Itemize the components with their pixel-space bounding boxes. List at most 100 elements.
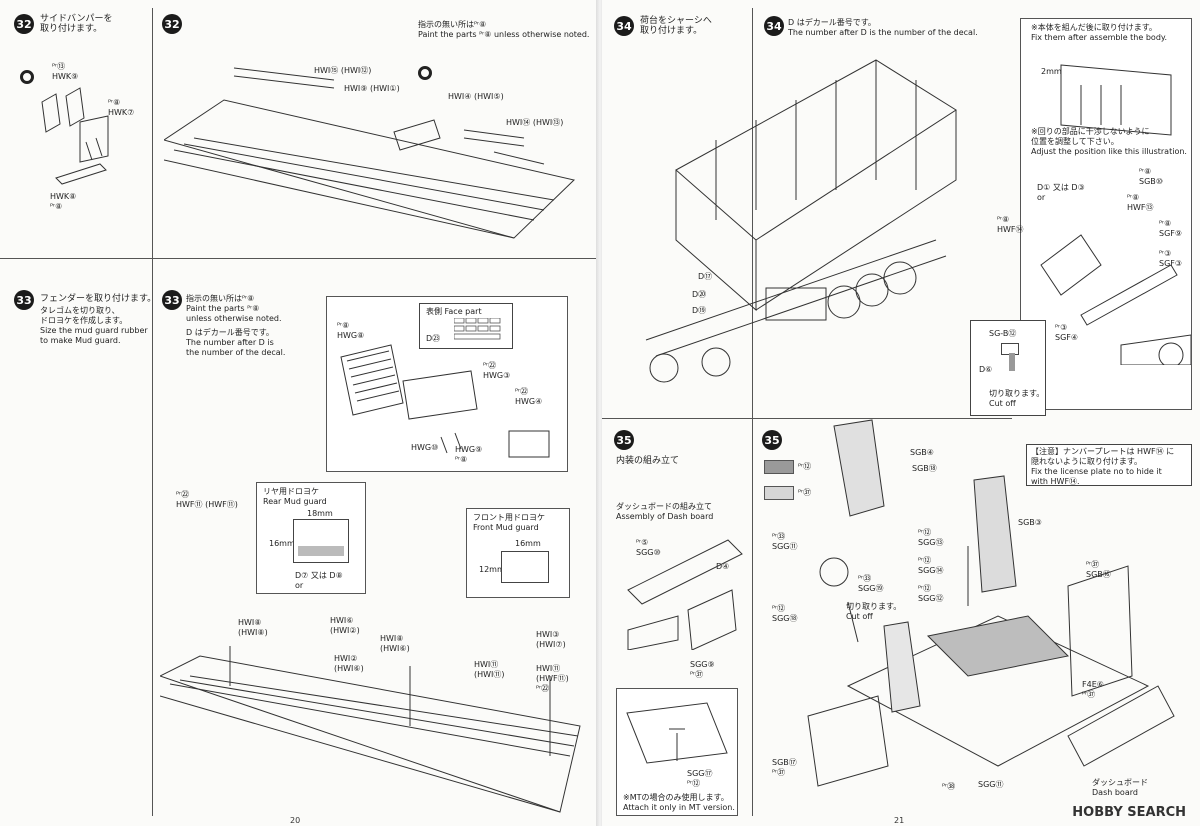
part-label: ᴾʳ⑫ SGG⑬ — [918, 528, 944, 547]
part-label: ᴾʳ⑫ SGG⑫ — [918, 584, 944, 603]
cargo-bed-illustration — [164, 67, 576, 239]
color-swatch — [764, 486, 794, 500]
front-guard-shape — [501, 551, 549, 583]
mt-note: ※MTの場合のみ使用します。 Attach it only in MT vers… — [623, 793, 735, 812]
fender-detail-frame: 表側 Face part D㉓ ᴾʳ⑧ HWG⑧ ᴾʳ㉒ HWG③ ᴾʳ㉒ HW… — [326, 296, 568, 472]
circle-o-icon — [418, 66, 432, 80]
face-part-decal: D㉓ — [426, 334, 441, 343]
cutoff-part: SG-B⑫ — [989, 329, 1017, 338]
part-label: F4E⑥ ᴾʳ㊲ — [1082, 680, 1104, 699]
mud-guard-illustration — [340, 344, 550, 458]
rear-guard-shape — [293, 519, 349, 563]
part-label: HWI⑥ (HWI②) — [330, 616, 360, 635]
dashboard-illustration — [627, 539, 743, 650]
color-swatch — [764, 460, 794, 474]
circle-o-icon — [20, 70, 34, 84]
part-label: ᴾʳ⑧ SGF⑨ — [1159, 219, 1183, 238]
divider — [752, 418, 1012, 419]
decal-label: D⑰ — [698, 272, 713, 281]
plate-note: 【注意】ナンバープレートは HWF⑭ に 隠れないように取り付けます。 Fix … — [1031, 447, 1175, 486]
watermark: HOBBY SEARCH — [1072, 805, 1186, 820]
shift-lever-illustration — [626, 702, 728, 764]
part-label: SGB③ — [1018, 518, 1042, 527]
part-label: ᴾʳ③ SGF④ — [1055, 323, 1079, 342]
page-number: 21 — [894, 816, 905, 825]
step-badge: 32 — [162, 14, 182, 34]
part-label: HWI⑪ (HWI⑪) — [474, 660, 505, 679]
decal-label: D① 又は D③ or — [1037, 183, 1085, 202]
cutoff-shape — [1009, 353, 1015, 371]
adjust-note: ※回りの部品に干渉しないように 位置を調整して下さい。 Adjust the p… — [1031, 127, 1187, 156]
part-label: SGG⑨ ᴾʳ㊲ — [690, 660, 715, 679]
cab-interior-illustration — [807, 419, 1175, 787]
bumper-mount-illustration — [1060, 64, 1172, 136]
part-label: ᴾʳ㉒ HWG③ — [483, 361, 511, 380]
part-label: ᴾʳ⑫ SGG⑭ — [918, 556, 944, 575]
step-title: 荷台をシャーシへ 取り付けます。 — [640, 16, 712, 36]
part-label: ᴾʳ⑤ SGG⑩ — [636, 538, 661, 557]
cutoff-box: SG-B⑫ D⑥ 切り取ります。 Cut off — [970, 320, 1046, 416]
divider — [0, 258, 596, 259]
part-label: ᴾʳ⑧ HWG⑧ — [337, 321, 365, 340]
part-label: SGG⑰ ᴾʳ⑫ — [687, 769, 713, 788]
part-label: HWI③ (HWI⑦) — [536, 630, 566, 649]
part-label: HWG⑩ — [411, 443, 439, 452]
page-number: 20 — [290, 816, 301, 825]
part-label: ᴾʳ㉝ SGG⑪ — [772, 532, 798, 551]
side-guard-illustration — [1040, 234, 1191, 365]
paint-note: 指示の無い所はᴾʳ⑧ Paint the parts ᴾʳ⑧ unless ot… — [186, 294, 282, 323]
paint-note: 指示の無い所はᴾʳ⑧ Paint the parts ᴾʳ⑧ unless ot… — [418, 20, 590, 39]
right-page: 34 荷台をシャーシへ 取り付けます。 D⑰ D⑳ D⑲ 34 D はデカール番… — [602, 0, 1200, 826]
dimension-height: 12mm — [479, 565, 505, 574]
part-label: ᴾʳ㉒ HWF⑪ (HWF⑪) — [176, 490, 238, 509]
divider — [602, 418, 752, 419]
part-label: ダッシュボード Dash board — [1092, 778, 1148, 797]
swatch-label: ᴾʳ㊲ — [798, 488, 812, 497]
part-label: ᴾʳ⑧ SGB⑩ — [1139, 167, 1163, 186]
part-label: ᴾʳ㊳ — [942, 782, 956, 791]
step-badge: 33 — [162, 290, 182, 310]
part-label: HWI④ (HWI⑤) — [448, 92, 504, 101]
face-part-title: 表側 Face part — [426, 307, 482, 316]
dimension-width: 18mm — [307, 509, 333, 518]
divider — [752, 8, 753, 816]
decal-note: D はデカール番号です。 The number after D is the n… — [788, 18, 978, 37]
part-label: HWG⑨ ᴾʳ⑧ — [455, 445, 483, 464]
front-guard-title: フロント用ドロヨケ Front Mud guard — [473, 513, 545, 532]
part-label: ᴾʳ⑧ HWF⑭ — [997, 215, 1024, 234]
step-badge: 34 — [614, 16, 634, 36]
part-label: SGB⑰ ᴾʳ㊲ — [772, 758, 797, 777]
part-label: ᴾʳ⑫ SGG⑱ — [772, 604, 798, 623]
decal-label: D⑳ — [692, 290, 707, 299]
part-label: HWI⑪ (HWF⑪) ᴾʳ㉒ — [536, 664, 569, 693]
swatch-label: ᴾʳ⑫ — [798, 462, 812, 471]
dimension-height: 16mm — [269, 539, 295, 548]
decal-area — [298, 546, 344, 556]
front-guard-frame: フロント用ドロヨケ Front Mud guard 16mm 12mm — [466, 508, 570, 598]
part-label: ᴾʳ⑧ HWK⑦ — [108, 98, 135, 117]
mt-detail-frame: SGG⑰ ᴾʳ⑫ ※MTの場合のみ使用します。 Attach it only i… — [616, 688, 738, 816]
step-description: タレゴムを切り取り、 ドロヨケを作成します。 Size the mud guar… — [40, 306, 148, 345]
step-badge: 35 — [614, 430, 634, 450]
cutoff-text: 切り取ります。 Cut off — [989, 389, 1045, 408]
dash-title: ダッシュボードの組み立て Assembly of Dash board — [616, 502, 714, 521]
step-badge: 34 — [764, 16, 784, 36]
part-label: ᴾʳ㊲ SGB⑯ — [1086, 560, 1111, 579]
dimension: 2mm — [1041, 67, 1062, 76]
decal-label: D⑲ — [692, 306, 707, 315]
part-label: HWI⑧ (HWI⑧) — [238, 618, 268, 637]
part-label: HWI⑧ (HWI⑥) — [380, 634, 410, 653]
rear-guard-frame: リヤ用ドロヨケ Rear Mud guard 18mm 16mm D⑦ 又は D… — [256, 482, 366, 594]
step-badge: 32 — [14, 14, 34, 34]
dimension-width: 16mm — [515, 539, 541, 548]
part-label: ᴾʳ㉝ SGG⑲ — [858, 574, 884, 593]
step-badge: 33 — [14, 290, 34, 310]
fender-bed-illustration — [160, 646, 581, 813]
part-label: HWI⑨ (HWI①) — [344, 84, 400, 93]
decal-grid-illustration — [454, 318, 501, 340]
part-label: ᴾʳ③ SGF③ — [1159, 249, 1183, 268]
decal-label: D④ — [716, 562, 730, 571]
book-spine — [596, 0, 604, 826]
part-label: HWI② (HWI⑥) — [334, 654, 364, 673]
part-label: SGB④ — [910, 448, 934, 457]
